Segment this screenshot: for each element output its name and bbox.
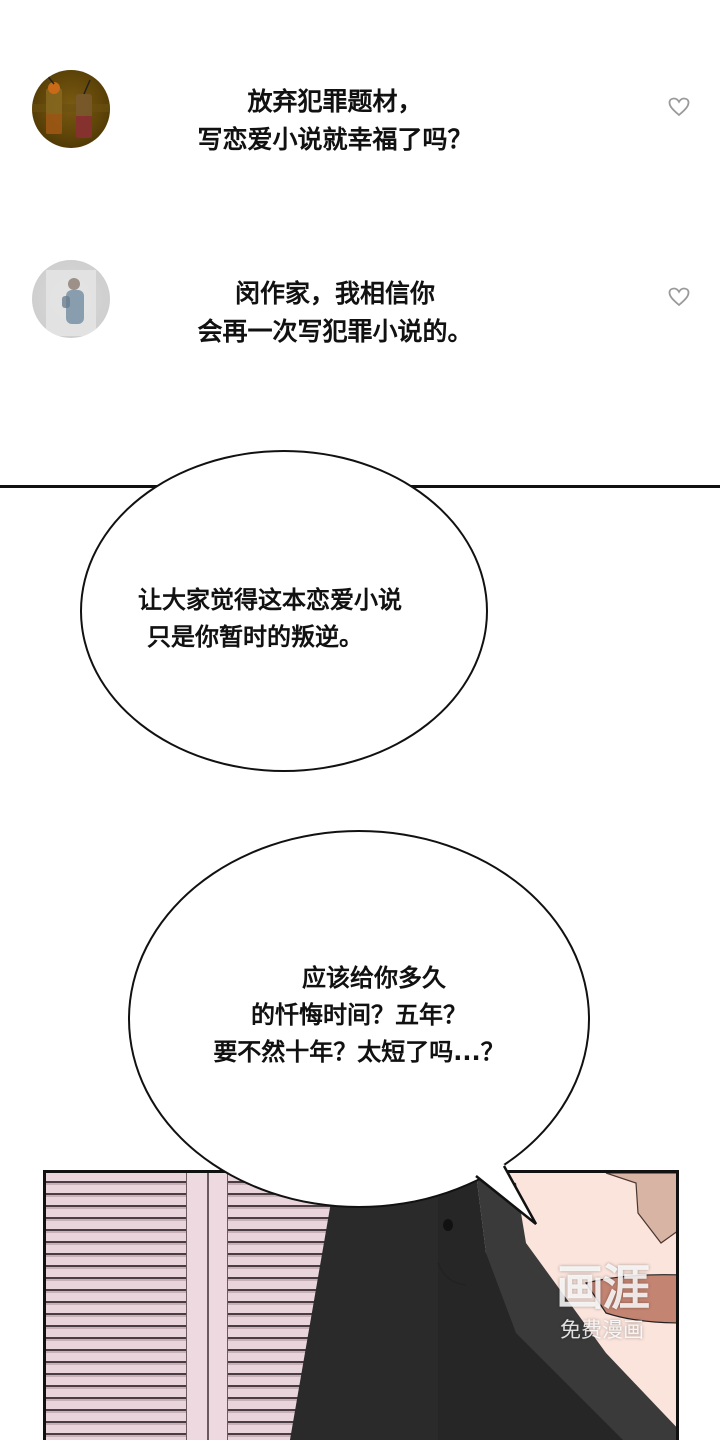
bubble-text: 让大家觉得这本恋爱小说 只是你暂时的叛逆。 bbox=[82, 582, 486, 656]
comment-line: 放弃犯罪题材， bbox=[247, 87, 423, 116]
heart-outline-icon[interactable] bbox=[668, 97, 690, 117]
comment-item: 放弃犯罪题材， 写恋爱小说就幸福了吗？ bbox=[0, 50, 720, 180]
drinks-photo-icon bbox=[32, 73, 110, 138]
avatar[interactable] bbox=[32, 260, 110, 338]
comment-line: 写恋爱小说就幸福了吗？ bbox=[197, 125, 473, 154]
avatar[interactable] bbox=[32, 70, 110, 148]
bubble-line: 只是你暂时的叛逆。 bbox=[147, 623, 363, 651]
bubble-line: 让大家觉得这本恋爱小说 bbox=[138, 586, 402, 614]
bubble-line: 要不然十年？太短了吗...？ bbox=[213, 1038, 505, 1066]
bubble-line: 应该给你多久 bbox=[302, 964, 446, 992]
watermark-subtitle: 免费漫画 bbox=[560, 1318, 644, 1342]
comic-panel: 画涯 免费漫画 bbox=[43, 1170, 679, 1440]
bubble-tail bbox=[474, 1164, 538, 1225]
window-frame bbox=[208, 1173, 228, 1440]
bubble-text: 应该给你多久 的忏悔时间？五年？ 要不然十年？太短了吗...？ bbox=[130, 960, 588, 1071]
heart-outline-icon[interactable] bbox=[668, 287, 690, 307]
bubble-line: 的忏悔时间？五年？ bbox=[251, 1001, 467, 1029]
watermark: 画涯 免费漫画 bbox=[542, 1259, 662, 1343]
speech-bubble: 应该给你多久 的忏悔时间？五年？ 要不然十年？太短了吗...？ bbox=[128, 830, 590, 1208]
person-photo-icon bbox=[46, 270, 96, 336]
comment-text: 放弃犯罪题材， 写恋爱小说就幸福了吗？ bbox=[110, 83, 560, 159]
watermark-logo: 画涯 bbox=[555, 1260, 650, 1316]
speech-bubble: 让大家觉得这本恋爱小说 只是你暂时的叛逆。 bbox=[80, 450, 488, 772]
comment-text: 闵作家，我相信你 会再一次写犯罪小说的。 bbox=[110, 275, 560, 351]
comment-line: 闵作家，我相信你 bbox=[234, 279, 435, 308]
comment-line: 会再一次写犯罪小说的。 bbox=[197, 317, 473, 346]
comment-item: 闵作家，我相信你 会再一次写犯罪小说的。 bbox=[0, 240, 720, 370]
window-shutter bbox=[46, 1173, 186, 1440]
window-frame bbox=[186, 1173, 208, 1440]
character-illustration bbox=[289, 1173, 676, 1440]
